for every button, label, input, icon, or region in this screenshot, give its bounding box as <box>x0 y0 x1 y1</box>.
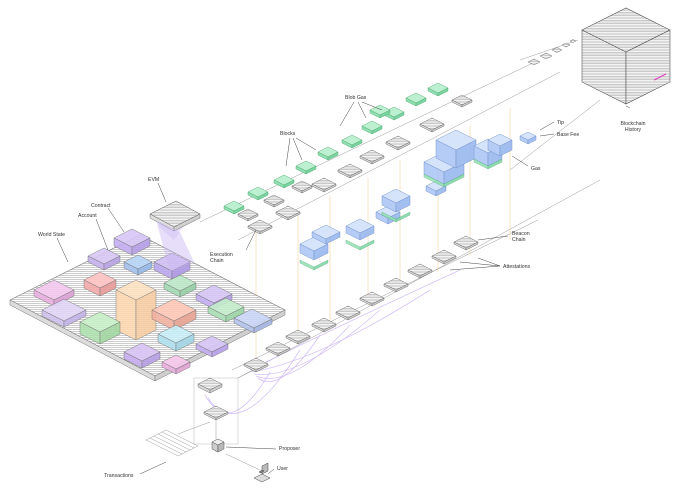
execution-block <box>385 135 411 151</box>
account-box <box>83 271 117 297</box>
label-blob-gas: Blob Gas <box>345 95 367 101</box>
account-box <box>151 298 197 331</box>
state-boxes <box>33 228 273 375</box>
proposer-node <box>211 438 225 453</box>
label-blocks: Blocks <box>280 131 296 137</box>
label-tip: Tip <box>557 120 564 126</box>
execution-block <box>551 47 563 53</box>
account-box <box>123 342 161 369</box>
account-box <box>157 324 195 352</box>
label-user: User <box>277 466 288 472</box>
execution-block <box>291 180 313 194</box>
account-box <box>233 308 273 334</box>
account-box <box>87 247 121 271</box>
execution-block <box>337 163 363 179</box>
label-world-state: World State <box>38 232 65 238</box>
gas-box-bases <box>299 158 503 271</box>
transaction-pool <box>145 429 199 457</box>
execution-block <box>247 219 273 235</box>
evm-execution-box <box>153 252 191 280</box>
account-box <box>161 354 191 375</box>
contract-box <box>115 279 157 341</box>
proposer-stack <box>197 377 229 421</box>
label-evm: EVM <box>148 177 159 183</box>
account-box <box>79 311 121 345</box>
account-box <box>195 335 229 358</box>
account-box <box>207 297 245 323</box>
execution-chain <box>237 39 577 235</box>
attestation-curves <box>204 269 461 414</box>
execution-block <box>419 117 445 133</box>
execution-block <box>527 58 541 66</box>
label-gas: Gas <box>531 166 541 172</box>
execution-block <box>569 39 577 43</box>
execution-block <box>451 94 473 108</box>
label-proposer: Proposer <box>279 446 300 452</box>
execution-block <box>561 42 571 48</box>
execution-block <box>359 149 385 165</box>
label-account: Account <box>78 213 97 219</box>
evm-unit <box>149 200 201 272</box>
blob-gas-slabs <box>223 82 449 215</box>
execution-block <box>263 194 285 208</box>
label-transactions: Transactions <box>104 473 134 479</box>
label-base-fee: Base Fee <box>557 132 579 138</box>
user-laptop-icon <box>253 462 271 483</box>
leader-lines <box>56 101 631 475</box>
execution-block <box>311 177 337 193</box>
contract-box <box>113 228 151 256</box>
account-box <box>123 254 153 276</box>
labels: EVM Contract Account World State Executi… <box>38 95 646 479</box>
label-contract: Contract <box>91 203 111 209</box>
execution-block <box>237 208 259 222</box>
label-attestations: Attestations <box>503 264 531 270</box>
beacon-chain <box>243 235 479 373</box>
connection-lines <box>177 39 601 471</box>
gas-boxes <box>299 129 537 261</box>
account-box <box>41 298 87 328</box>
account-box <box>163 274 197 298</box>
execution-block <box>275 205 301 221</box>
blockchain-history-cube <box>581 7 671 105</box>
execution-block <box>539 52 553 60</box>
